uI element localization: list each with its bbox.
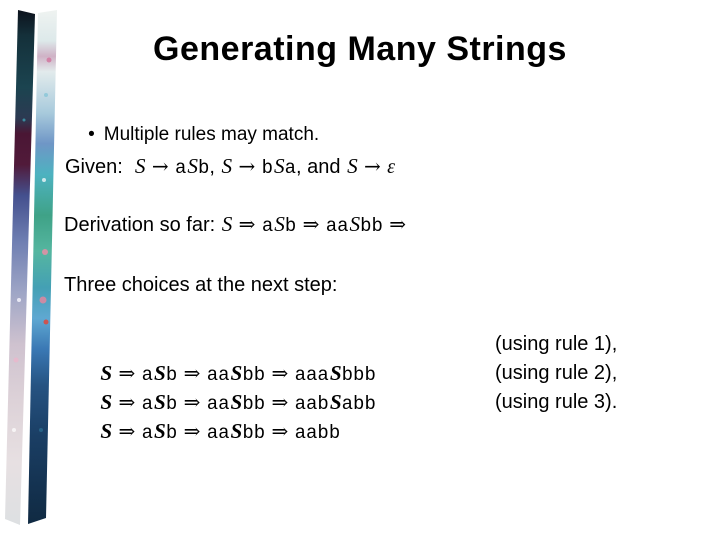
terminal-string: b — [165, 364, 178, 386]
choice-derivation: S ⇒ aSb ⇒ aaSbb ⇒ aaaSbbb — [99, 361, 376, 386]
derives-arrow-symbol: ⇒ — [382, 212, 407, 236]
terminal-string: a — [141, 422, 154, 444]
left-strip-shape — [5, 10, 35, 525]
bullet-line: • Multiple rules may match. — [67, 102, 319, 168]
nonterminal-s: S — [100, 361, 113, 385]
terminal-string: b — [165, 422, 178, 444]
nonterminal-s: S — [221, 212, 233, 236]
choices-heading: Three choices at the next step: — [64, 274, 338, 296]
choice-derivation: S ⇒ aSb ⇒ aaSbb ⇒ aabb — [99, 419, 341, 444]
nonterminal-s: S — [329, 390, 342, 414]
decorative-mosaic-strip-image — [5, 10, 57, 525]
nonterminal-s: S — [274, 154, 285, 178]
derives-arrow-symbol: ⇒ — [177, 419, 207, 443]
terminal-string: b — [165, 393, 178, 415]
production-arrow-symbol: → — [145, 154, 175, 178]
derives-arrow-symbol: ⇒ — [177, 390, 207, 414]
derives-arrow-symbol: ⇒ — [265, 419, 295, 443]
right-strip-shape — [28, 10, 57, 524]
terminal-string: a — [141, 364, 154, 386]
nonterminal-s: S — [187, 154, 198, 178]
nonterminal-s: S — [100, 390, 113, 414]
bullet-icon: • — [88, 124, 95, 145]
choice-row: S ⇒ aSb ⇒ aaSbb ⇒ aaaSbbb (using rule 1)… — [66, 330, 656, 386]
choice-derivation: S ⇒ aSb ⇒ aaSbb ⇒ aabSabb — [99, 390, 376, 415]
terminal-string: aab — [294, 393, 329, 415]
nonterminal-s: S — [221, 154, 233, 178]
text-run: , and — [296, 156, 347, 178]
nonterminal-s: S — [154, 419, 166, 443]
terminal-string: aabb — [294, 422, 341, 444]
given-rules-line: Given: S → aSb, S → bSa, and S → ε — [65, 154, 395, 179]
derives-arrow-symbol: ⇒ — [112, 390, 142, 414]
slide-title: Generating Many Strings — [153, 30, 567, 68]
terminal-string: bb — [242, 422, 266, 444]
nonterminal-s: S — [347, 154, 358, 178]
production-arrow-symbol: → — [232, 154, 262, 178]
nonterminal-s: S — [329, 361, 342, 385]
terminal-string: a — [284, 157, 297, 179]
nonterminal-s: S — [230, 390, 243, 414]
production-arrow-symbol: → — [357, 154, 388, 178]
text-run: , — [209, 156, 221, 178]
choices-block: S ⇒ aSb ⇒ aaSbb ⇒ aaaSbbb (using rule 1)… — [66, 330, 656, 444]
terminal-string: bbb — [341, 364, 376, 386]
terminal-string: b — [284, 215, 297, 237]
nonterminal-s: S — [230, 361, 243, 385]
text-run: Given: — [65, 156, 134, 178]
terminal-string: aa — [206, 422, 230, 444]
bullet-text: Multiple rules may match. — [103, 124, 320, 145]
terminal-string: aaa — [294, 364, 329, 386]
nonterminal-s: S — [154, 390, 166, 414]
nonterminal-s: S — [154, 361, 166, 385]
choice-row: S ⇒ aSb ⇒ aaSbb ⇒ aabSabb (using rule 2)… — [66, 359, 656, 415]
terminal-string: a — [261, 215, 274, 237]
terminal-string: bb — [360, 215, 383, 237]
derives-arrow-symbol: ⇒ — [296, 212, 326, 236]
terminal-string: b — [198, 157, 210, 179]
nonterminal-s: S — [230, 419, 243, 443]
terminal-string: aa — [206, 364, 230, 386]
derives-arrow-symbol: ⇒ — [177, 361, 207, 385]
derivation-so-far-line: Derivation so far: S ⇒ aSb ⇒ aaSbb ⇒ — [64, 212, 406, 237]
nonterminal-s: S — [134, 154, 146, 178]
derives-arrow-symbol: ⇒ — [112, 419, 142, 443]
nonterminal-s: S — [274, 212, 285, 236]
terminal-string: aa — [325, 215, 349, 237]
terminal-string: aa — [206, 393, 230, 415]
terminal-string: a — [141, 393, 154, 415]
rule-annotation: (using rule 2), — [495, 362, 618, 384]
choice-row: S ⇒ aSb ⇒ aaSbb ⇒ aabb (using rule 3). — [66, 388, 656, 444]
terminal-string: b — [261, 157, 274, 179]
nonterminal-s: S — [349, 212, 361, 236]
epsilon-symbol: ε — [387, 156, 396, 178]
terminal-string: bb — [242, 364, 266, 386]
terminal-string: a — [175, 157, 187, 179]
derives-arrow-symbol: ⇒ — [265, 361, 295, 385]
derives-arrow-symbol: ⇒ — [232, 212, 262, 236]
derives-arrow-symbol: ⇒ — [265, 390, 295, 414]
nonterminal-s: S — [100, 419, 113, 443]
rule-annotation: (using rule 3). — [495, 391, 618, 413]
rule-annotation: (using rule 1), — [495, 333, 618, 355]
terminal-string: abb — [341, 393, 376, 415]
derives-arrow-symbol: ⇒ — [112, 361, 142, 385]
terminal-string: bb — [242, 393, 266, 415]
text-run: Derivation so far: — [64, 214, 221, 236]
